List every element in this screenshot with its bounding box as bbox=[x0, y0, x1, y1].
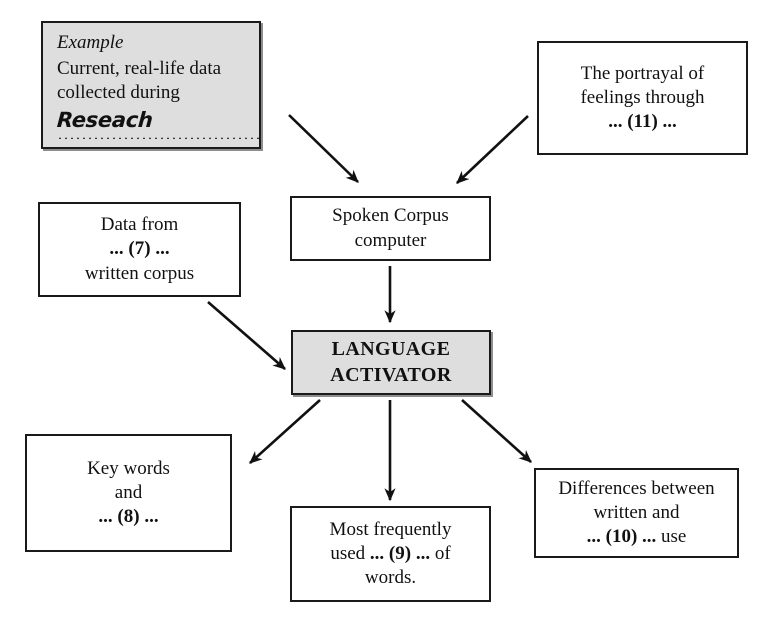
node-example: Example Current, real-life data collecte… bbox=[41, 21, 262, 149]
key-words-gap-8: ... (8) ... bbox=[98, 506, 159, 528]
example-answer-handwriting: Reseach bbox=[56, 108, 154, 133]
differences-line-2: written and bbox=[593, 501, 680, 523]
data-from-line-2: written corpus bbox=[84, 262, 195, 284]
portrayal-line-2: feelings through bbox=[580, 86, 705, 108]
arrow-data-from-to-activator bbox=[207, 301, 286, 370]
key-words-line-2: and bbox=[114, 481, 143, 503]
language-activator-line-2: ACTIVATOR bbox=[330, 363, 452, 386]
most-frequent-line-3: words. bbox=[364, 567, 417, 589]
data-from-gap-7: ... (7) ... bbox=[109, 238, 170, 260]
example-line-1: Current, real-life data bbox=[57, 57, 222, 79]
node-language-activator: LANGUAGE ACTIVATOR bbox=[291, 330, 491, 395]
node-most-frequent: Most frequently used ... (9) ... of word… bbox=[290, 506, 491, 602]
most-frequent-line-2: used ... (9) ... of bbox=[298, 542, 483, 566]
node-key-words: Key words and ... (8) ... bbox=[25, 434, 232, 552]
most-frequent-line-1: Most frequently bbox=[329, 518, 452, 540]
language-activator-line-1: LANGUAGE bbox=[331, 337, 451, 360]
differences-gap-10: ... (10) ... bbox=[586, 526, 657, 548]
data-from-line-1: Data from bbox=[100, 214, 179, 236]
portrayal-line-1: The portrayal of bbox=[580, 62, 705, 84]
key-words-line-1: Key words bbox=[87, 457, 170, 479]
spoken-corpus-line-1: Spoken Corpus bbox=[332, 205, 449, 227]
node-spoken-corpus-computer: Spoken Corpus computer bbox=[290, 196, 491, 261]
spoken-corpus-line-2: computer bbox=[354, 229, 427, 251]
arrow-activator-to-differences bbox=[461, 399, 532, 463]
node-differences: Differences between written and ... (10)… bbox=[534, 468, 739, 558]
example-label: Example bbox=[57, 32, 124, 54]
portrayal-gap-11: ... (11) ... bbox=[608, 111, 677, 133]
arrow-example-to-spoken-corpus bbox=[288, 114, 359, 183]
arrow-activator-to-key-words bbox=[249, 399, 321, 464]
most-frequent-line-2-post: of bbox=[430, 542, 451, 564]
example-line-2: collected during bbox=[57, 82, 180, 103]
most-frequent-line-2-pre: used bbox=[330, 542, 370, 564]
most-frequent-gap-9: ... (9) ... bbox=[369, 542, 431, 564]
node-portrayal: The portrayal of feelings through ... (1… bbox=[537, 41, 748, 155]
node-data-from: Data from ... (7) ... written corpus bbox=[38, 202, 241, 297]
differences-line-3: ... (10) ... use bbox=[542, 525, 731, 549]
differences-line-1: Differences between bbox=[558, 477, 715, 499]
arrow-portrayal-to-spoken-corpus bbox=[456, 115, 529, 184]
differences-line-3-post: use bbox=[656, 526, 687, 548]
answer-dotted-rule bbox=[57, 135, 262, 139]
